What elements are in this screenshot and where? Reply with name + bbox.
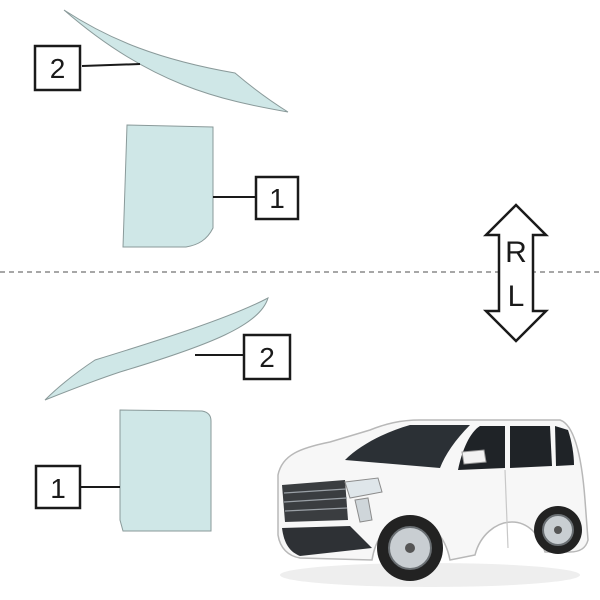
leader-line-2-right [81,63,141,67]
label-1-right: 1 [269,183,285,214]
car-headlight [344,477,383,499]
right-side-group: 2 1 [33,9,300,248]
label-2-left: 2 [259,342,275,373]
label-box-2-left [242,333,292,381]
car-rear-hub [554,526,562,534]
label-box-1-left [34,464,82,510]
car-door-line [504,469,509,549]
grille-bar-1 [283,488,347,494]
rl-side-indicator: R L [482,203,550,343]
right-rear-strip-piece [63,9,289,113]
left-quarter-window-piece [119,409,212,532]
left-rear-strip-piece [44,297,269,401]
minivan-image [277,419,589,587]
grille-bar-3 [284,507,348,512]
car-front-bumper [282,526,372,556]
car-rear-quarter-window [555,426,574,466]
label-box-1-right [254,175,300,221]
car-shadow [280,563,580,587]
label-1-left: 1 [50,473,66,504]
car-windshield [345,425,470,468]
double-arrow-icon [482,203,550,343]
car-front-hub [405,543,415,553]
right-side-letter: R [505,236,527,269]
grille-bar-2 [283,497,348,503]
left-side-letter: L [508,280,525,313]
label-box-2-right [33,44,82,92]
right-quarter-window-piece [122,124,214,248]
car-daytime-light [354,497,373,523]
label-2-right: 2 [50,53,66,84]
car-middle-side-window [510,426,552,468]
left-side-group: 2 1 [34,297,292,532]
car-side-mirror [461,449,487,465]
